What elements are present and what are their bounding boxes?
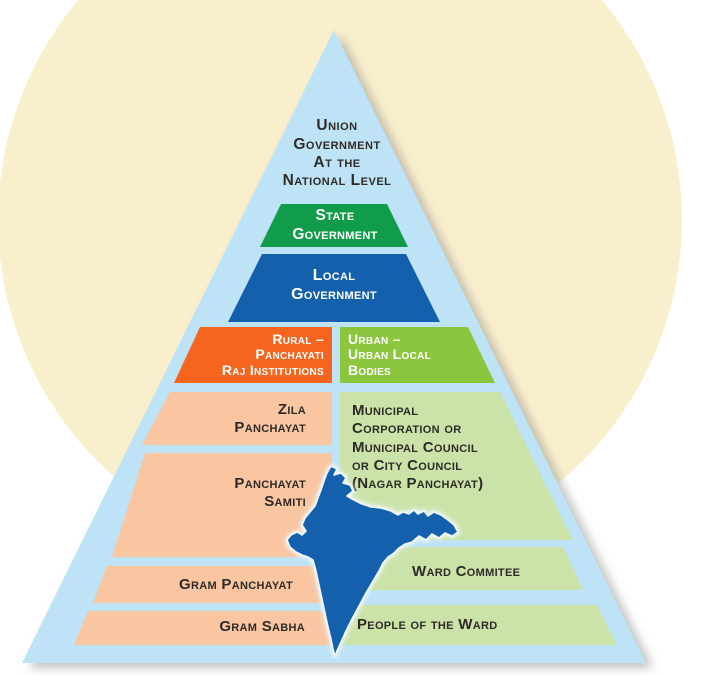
- label-line: or City Council: [352, 456, 463, 474]
- label-line: Government: [292, 225, 378, 243]
- label-line: Samiti: [264, 493, 306, 510]
- label-line: State: [315, 207, 355, 224]
- row-gram-sabha: Gram Sabha: [74, 611, 332, 645]
- row-zila-panchayat: Zila Panchayat: [142, 392, 332, 445]
- label-line: Local: [312, 266, 356, 284]
- union-government-label: Union Government At the National Level: [227, 114, 447, 194]
- label-line: Rural –: [272, 330, 324, 347]
- label-line: Gram Panchayat: [179, 575, 293, 593]
- label-line: Panchayati: [255, 346, 324, 363]
- label-line: Raj Institutions: [221, 361, 324, 378]
- label-line: Government: [293, 135, 381, 153]
- label-line: Corporation or: [352, 420, 462, 438]
- label-line: Municipal: [352, 402, 419, 419]
- header-rural-panchayati-raj: Rural – Panchayati Raj Institutions: [174, 327, 332, 383]
- india-map-silhouette: [286, 465, 459, 657]
- label-line: Bodies: [348, 361, 392, 378]
- label-line: Union: [316, 117, 358, 135]
- row-gram-panchayat: Gram Panchayat: [93, 566, 332, 603]
- row-people-of-the-ward: People of the Ward: [340, 605, 617, 645]
- label-line: Panchayat: [234, 475, 306, 492]
- label-line: Panchayat: [234, 418, 306, 436]
- label-line: At the: [313, 154, 361, 171]
- label-line: Ward Commitee: [412, 562, 521, 580]
- label-line: Urban Local: [348, 346, 432, 363]
- label-line: Zila: [277, 400, 306, 418]
- label-line: Government: [291, 286, 377, 303]
- tier-state-government: State Government: [260, 204, 408, 247]
- label-line: Municipal Council: [352, 438, 478, 456]
- label-line: Gram Sabha: [219, 618, 305, 635]
- label-line: Urban –: [348, 330, 401, 347]
- label-line: People of the Ward: [357, 616, 498, 633]
- header-urban-local-bodies: Urban – Urban Local Bodies: [340, 327, 495, 383]
- label-line: National Level: [282, 172, 392, 190]
- tier-local-government: Local Government: [228, 254, 440, 322]
- label-line: (Nagar Panchayat): [352, 475, 484, 493]
